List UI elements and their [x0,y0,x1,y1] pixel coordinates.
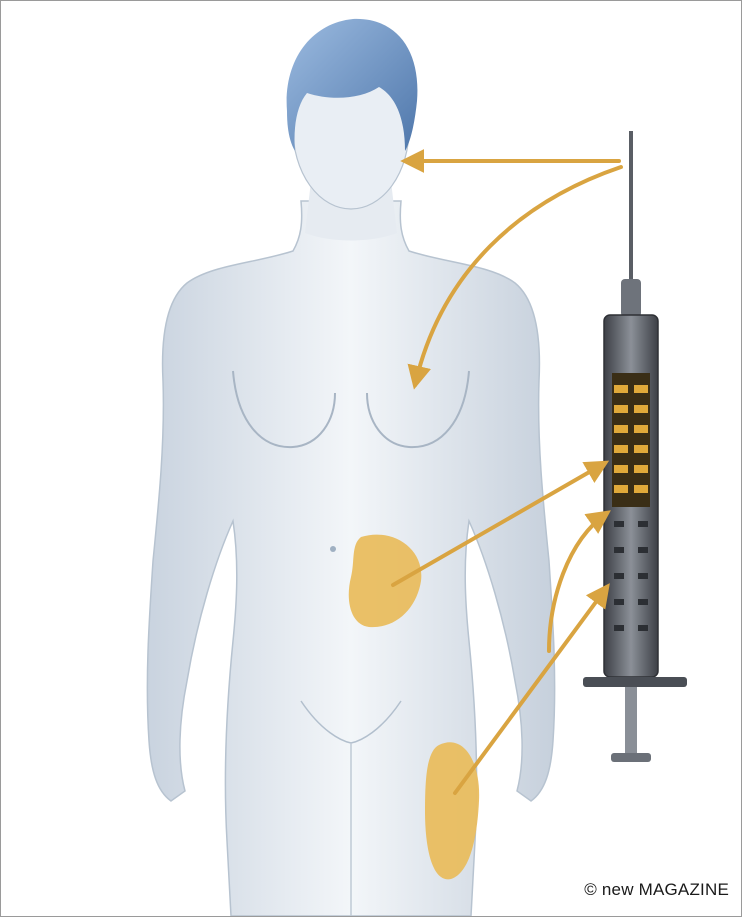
human-body-illustration [147,19,554,916]
syringe-icon [583,131,687,762]
navel [330,546,336,552]
syringe-flange [583,677,687,687]
syringe-needle [629,131,633,281]
syringe-plunger [625,687,637,753]
syringe-hub [621,279,641,317]
copyright-credit: © new MAGAZINE [584,880,729,900]
arrow-curve-mid [549,513,607,651]
syringe-plunger-cap [611,753,651,762]
